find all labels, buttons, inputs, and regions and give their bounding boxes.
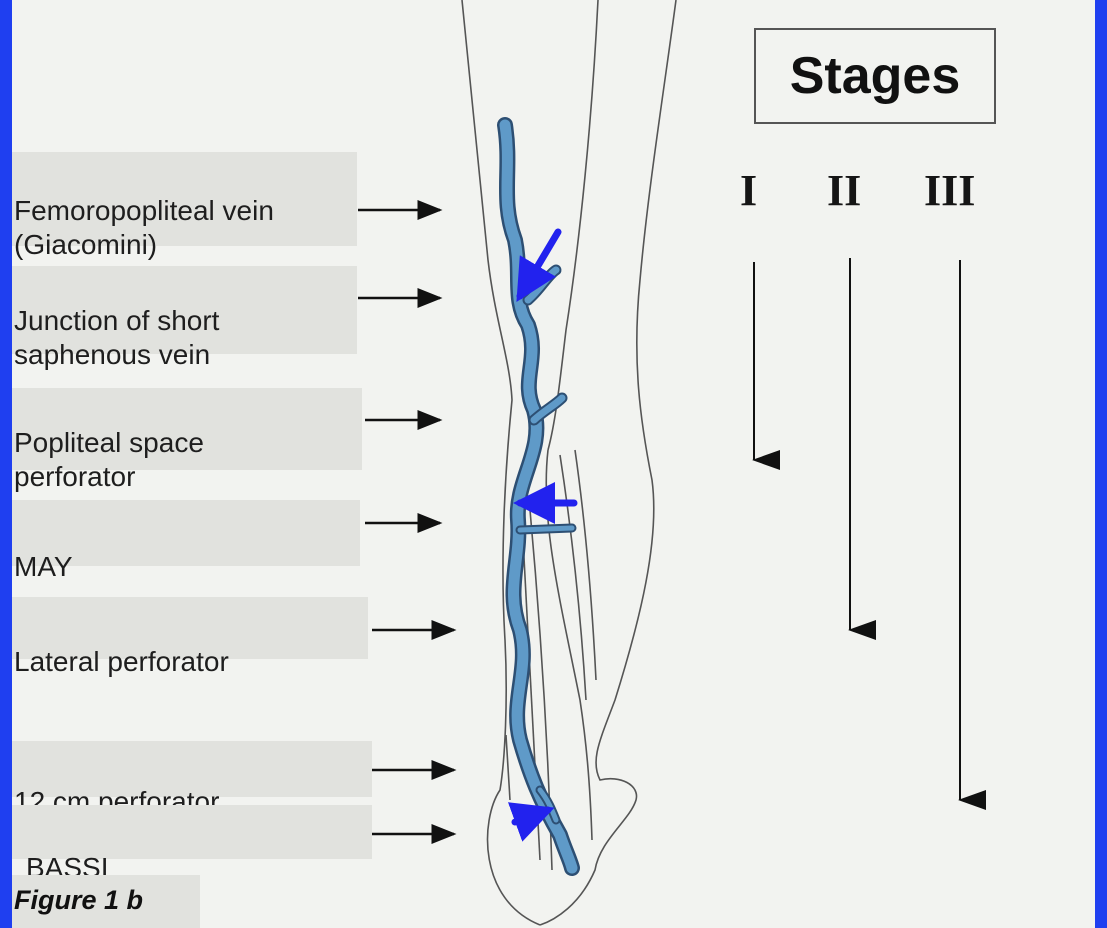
label-pointer-arrows [358,210,454,834]
stage-arrows [754,258,960,800]
saphenous-vein [505,125,572,868]
leg-outline [462,0,676,925]
